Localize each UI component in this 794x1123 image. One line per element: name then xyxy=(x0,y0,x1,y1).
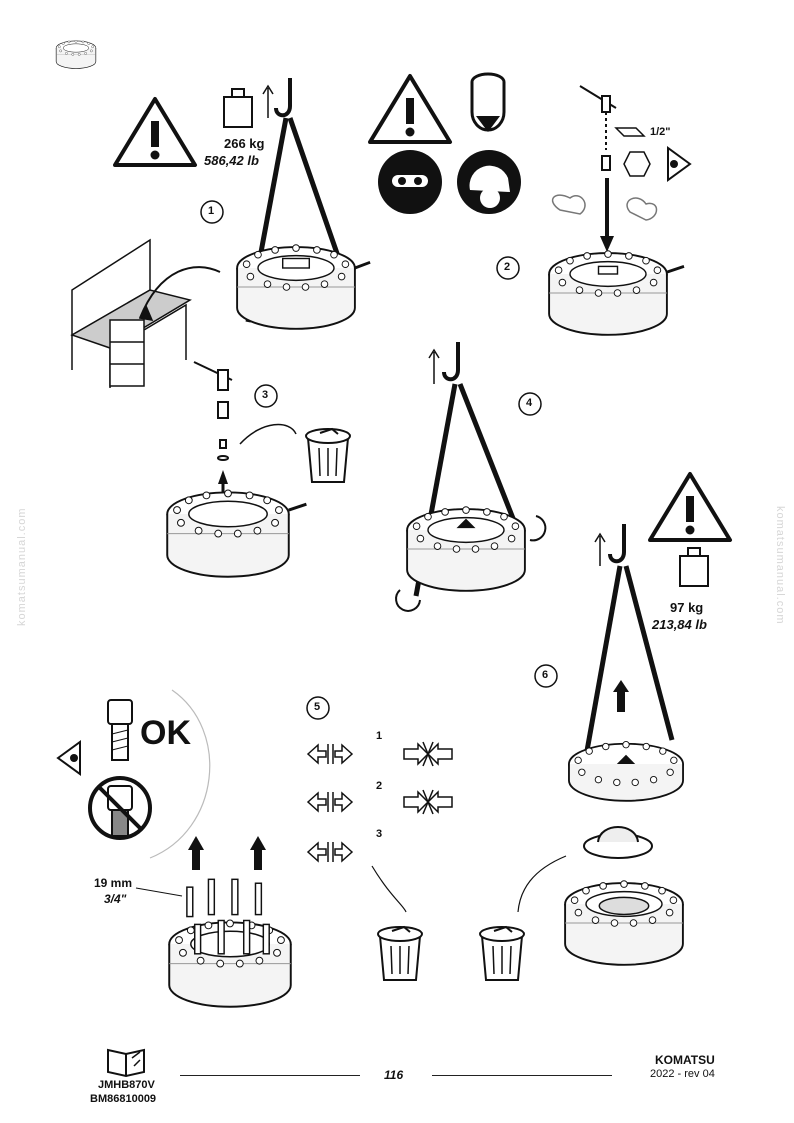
dimension-leader xyxy=(135,887,183,897)
bolt-ok-icon xyxy=(107,699,133,761)
step-5-sub-2: 2 xyxy=(376,780,383,792)
step-5-sub-1: 1 xyxy=(376,730,383,742)
weight-icon xyxy=(679,547,709,587)
press-symbol-icon xyxy=(403,741,453,767)
waste-bin-icon xyxy=(377,926,423,981)
step-3-label: 3 xyxy=(262,389,269,401)
weight-kg-label-1: 266 kg xyxy=(224,136,265,151)
lift-up-arrow-icon xyxy=(613,680,629,712)
watermark-right: komatsumanual.com xyxy=(774,506,786,625)
eyebolt-rotate-icon xyxy=(395,515,547,612)
lift-arrow-icon xyxy=(262,84,274,118)
component-step-5 xyxy=(168,878,292,1008)
lift-arrow-icon xyxy=(428,348,440,384)
step-1-label: 1 xyxy=(208,205,215,217)
cover-part-icon xyxy=(583,826,653,859)
torque-wrench-icon xyxy=(579,85,617,171)
step-4-label: 4 xyxy=(526,397,533,409)
brand-name: KOMATSU xyxy=(655,1053,715,1067)
weight-kg-label-2: 97 kg xyxy=(670,600,704,615)
crane-hook-icon xyxy=(274,76,292,118)
safety-goggles-icon xyxy=(378,150,442,214)
warning-triangle-icon xyxy=(113,97,197,167)
workbench-icon xyxy=(70,238,221,388)
doc-code: JMHB870V xyxy=(98,1079,155,1091)
doc-number: BM86810009 xyxy=(90,1093,157,1105)
square-drive-icon xyxy=(614,127,646,137)
waste-bin-icon xyxy=(305,428,351,483)
component-step-3 xyxy=(166,489,307,578)
crane-hook-icon xyxy=(608,522,626,564)
discard-arrow xyxy=(239,423,297,445)
detail-callout-line xyxy=(149,689,211,859)
eye-inspect-icon xyxy=(56,740,81,776)
warning-triangle-icon xyxy=(368,74,452,144)
footer-rule-left xyxy=(180,1075,360,1076)
press-symbol-icon xyxy=(403,789,453,815)
bolt-symbol-icon xyxy=(307,791,353,813)
pressurized-tank-icon xyxy=(470,72,506,132)
pressure-release-arrows xyxy=(551,178,658,252)
step-2-label: 2 xyxy=(504,261,511,273)
bolt-symbol-icon xyxy=(307,743,353,765)
weight-lb-label-2: 213,84 lb xyxy=(652,617,707,632)
eye-inspect-icon xyxy=(667,146,692,182)
bolt-ok-label: OK xyxy=(140,714,191,752)
component-step-1 xyxy=(236,244,371,330)
component-thumbnail-icon xyxy=(55,39,97,69)
crane-hook-icon xyxy=(442,340,460,382)
hard-hat-icon xyxy=(457,150,521,214)
waste-bin-icon xyxy=(479,926,525,981)
watermark-left: komatsumanual.com xyxy=(16,507,28,627)
hex-nut-icon xyxy=(623,151,651,177)
component-step-6-upper xyxy=(568,741,684,802)
square-drive-size: 1/2" xyxy=(650,126,671,138)
step-5-label: 5 xyxy=(314,701,321,713)
bolt-symbol-icon xyxy=(307,841,353,863)
step-6-label: 6 xyxy=(542,669,549,681)
weight-icon xyxy=(223,88,253,128)
page-number: 116 xyxy=(384,1068,404,1082)
component-step-4 xyxy=(406,506,526,592)
lift-arrow-icon xyxy=(594,532,606,566)
component-step-6-lower xyxy=(564,880,684,966)
bolt-size-in: 3/4" xyxy=(104,892,127,906)
discard-arrow xyxy=(371,865,407,913)
discard-arrow xyxy=(517,855,567,913)
lift-arrow-icon xyxy=(218,470,228,484)
manual-book-icon xyxy=(107,1048,145,1078)
socket-wrench-icon xyxy=(193,361,233,461)
weight-lb-label-1: 586,42 lb xyxy=(204,153,259,168)
bolt-size-mm: 19 mm xyxy=(94,876,133,890)
revision-label: 2022 - rev 04 xyxy=(650,1068,715,1080)
damaged-bolt-prohibited-icon xyxy=(88,776,152,840)
footer-rule-right xyxy=(432,1075,612,1076)
remove-arrow-icon xyxy=(188,836,266,870)
step-5-sub-3: 3 xyxy=(376,828,383,840)
warning-triangle-icon xyxy=(648,472,732,542)
component-step-2 xyxy=(548,250,685,336)
